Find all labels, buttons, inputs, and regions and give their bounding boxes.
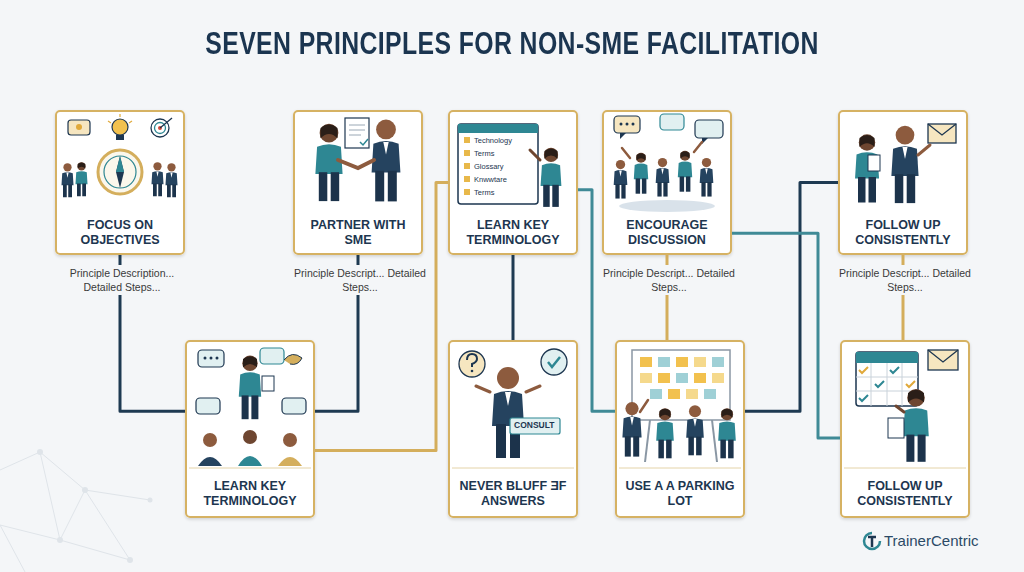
card-title: FOLLOW UP CONSISTENTLY — [845, 479, 965, 508]
glossary-entry: Knwwtare — [474, 175, 507, 184]
card-description: Principle Descript... Detailed Steps... — [835, 265, 975, 295]
card-description: Principle Description... Detailed Steps.… — [52, 265, 192, 295]
glossary-entry: Glossary — [474, 162, 504, 171]
connector-line — [745, 183, 838, 412]
card-title: NEVER BLUFF ƎF ANSWERS — [453, 479, 573, 508]
principle-card: PARTNER WITH SMEPrinciple Descript... De… — [293, 110, 423, 255]
card-title: FOLLOW UP CONSISTENTLY — [843, 218, 963, 247]
card-title: PARTNER WITH SME — [298, 218, 418, 247]
card-description: Principle Descript... Detailed Steps... — [599, 265, 739, 295]
connector-line — [512, 255, 515, 340]
card-title: ENCOURAGE DISCUSSION — [607, 218, 727, 247]
principle-card: FOLLOW UP CONSISTENTLY — [840, 340, 970, 518]
card-description: Principle Descript... Detailed Steps... — [290, 265, 430, 295]
card-title: FOCUS ON OBJECTIVES — [60, 218, 180, 247]
connector-line — [732, 233, 840, 438]
sign-text: CONSULT — [514, 420, 554, 430]
logo-text: TrainerCentric — [884, 532, 978, 549]
principle-card: NEVER BLUFF ƎF ANSWERS — [448, 340, 578, 518]
principle-card: USE A A PARKING LOT — [615, 340, 745, 518]
card-title: LEARN KEY TERMINOLOGY — [190, 479, 310, 508]
principle-card: FOCUS ON OBJECTIVESPrinciple Description… — [55, 110, 185, 255]
diagram-title: SEVEN PRINCIPLES FOR NON-SME FACILITATIO… — [102, 26, 921, 62]
card-title: LEARN KEY TERMINOLOGY — [453, 218, 573, 247]
principle-card: FOLLOW UP CONSISTENTLYPrinciple Descript… — [838, 110, 968, 255]
principle-card: LEARN KEY TERMINOLOGY — [185, 340, 315, 518]
glossary-entry: Terms — [474, 149, 494, 158]
glossary-entry: Terms — [474, 188, 494, 197]
connector-line — [578, 190, 615, 411]
card-title: USE A A PARKING LOT — [620, 479, 740, 508]
principle-card: LEARN KEY TERMINOLOGY — [448, 110, 578, 255]
glossary-entry: Technology — [474, 136, 512, 145]
principle-card: ENCOURAGE DISCUSSIONPrinciple Descript..… — [602, 110, 732, 255]
